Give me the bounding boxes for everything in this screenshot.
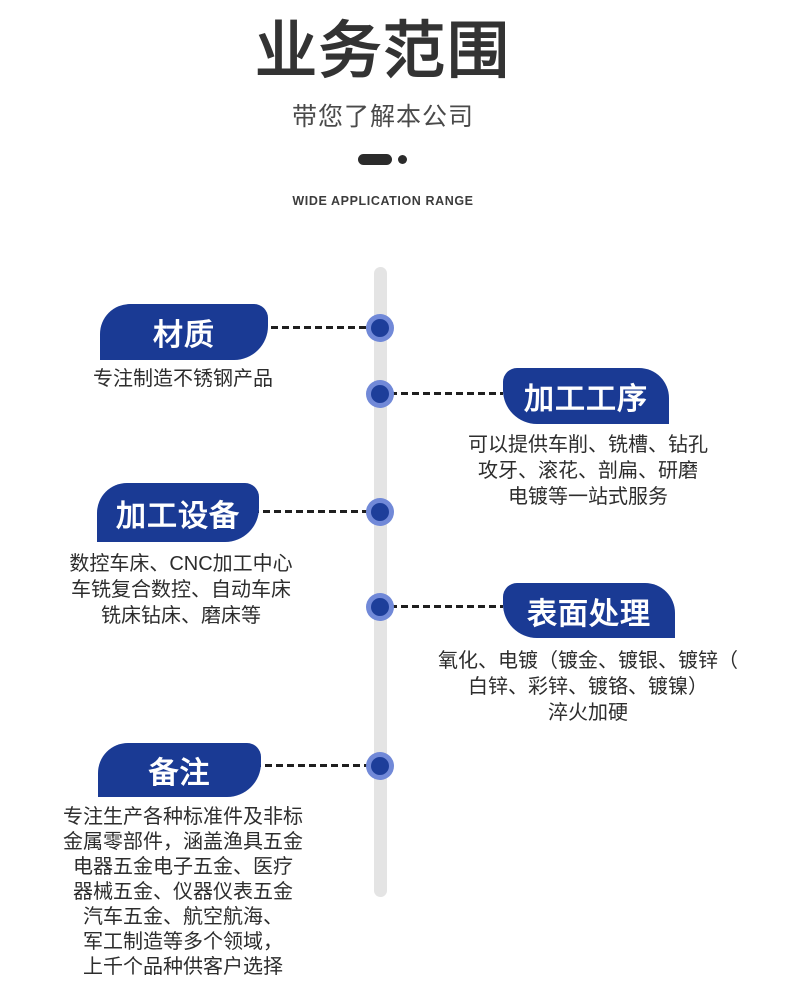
timeline-node-core <box>371 385 389 403</box>
connector-line <box>390 392 503 395</box>
badge-label: 表面处理 <box>527 597 651 631</box>
page-tagline: WIDE APPLICATION RANGE <box>292 194 474 208</box>
timeline-node <box>366 593 394 621</box>
connector-line <box>252 510 372 513</box>
notes-badge: 备注 <box>98 743 261 797</box>
page-subtitle: 带您了解本公司 <box>291 103 474 131</box>
timeline-node-core <box>371 503 389 521</box>
notes-description: 专注生产各种标准件及非标 金属零部件，涵盖渔具五金 电器五金电子五金、医疗 器械… <box>63 806 303 978</box>
badge-label: 加工设备 <box>116 499 240 533</box>
badge-label: 加工工序 <box>524 383 648 416</box>
badge-label: 备注 <box>148 757 211 790</box>
badge-label: 材质 <box>153 319 215 352</box>
timeline-node-core <box>371 319 389 337</box>
connector-line <box>390 605 503 608</box>
connector-line <box>260 326 372 329</box>
timeline-bar <box>374 267 387 897</box>
page-title: 业务范围 <box>254 17 511 86</box>
surface-description: 氧化、电镀（镀金、镀银、镀锌（ 白锌、彩锌、镀铬、镀镍） 淬火加硬 <box>438 650 738 724</box>
timeline-node <box>366 498 394 526</box>
surface-badge: 表面处理 <box>503 583 675 638</box>
timeline-node <box>366 752 394 780</box>
process-description: 可以提供车削、铣槽、钻孔 攻牙、滚花、剖扁、研磨 电镀等一站式服务 <box>468 434 708 508</box>
equipment-description: 数控车床、CNC加工中心 车铣复合数控、自动车床 铣床钻床、磨床等 <box>69 553 293 627</box>
timeline-node <box>366 314 394 342</box>
material-badge: 材质 <box>100 304 268 360</box>
connector-line <box>254 764 372 767</box>
equipment-badge: 加工设备 <box>97 483 259 542</box>
timeline-node-core <box>371 757 389 775</box>
divider-dot <box>398 155 407 164</box>
process-badge: 加工工序 <box>503 368 669 424</box>
material-description: 专注制造不锈钢产品 <box>93 368 273 390</box>
divider-dash <box>358 154 392 165</box>
timeline-node <box>366 380 394 408</box>
timeline-node-core <box>371 598 389 616</box>
